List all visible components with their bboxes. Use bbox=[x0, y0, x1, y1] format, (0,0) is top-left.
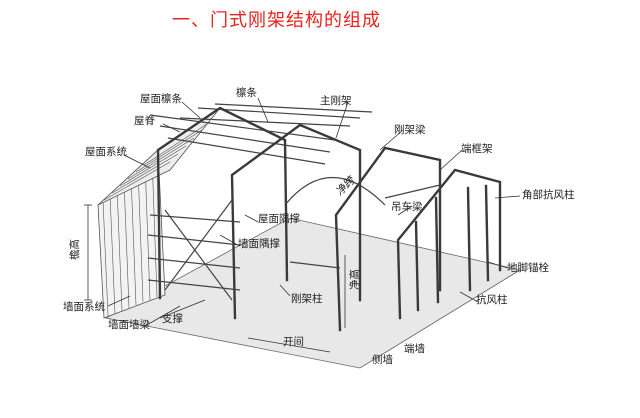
label-wall-system: 墙面系统 bbox=[63, 300, 105, 313]
wall-bracing bbox=[147, 199, 241, 301]
label-roof-system: 屋面系统 bbox=[85, 145, 127, 158]
label-main-frame: 主刚架 bbox=[320, 95, 352, 107]
label-corner-wind-column: 角部抗风柱 bbox=[522, 188, 575, 201]
page-title: 一、门式刚架结构的组成 bbox=[172, 10, 381, 31]
label-side-wall: 侧墙 bbox=[372, 353, 393, 366]
label-end-wall: 端墙 bbox=[404, 342, 425, 355]
label-wall-brace: 墙面隅撑 bbox=[238, 237, 280, 250]
label-wall-girt: 墙面墙梁 bbox=[108, 318, 150, 331]
label-eave-height: 檐高 bbox=[68, 239, 81, 260]
label-frame-beam: 刚架梁 bbox=[394, 123, 426, 136]
crane-beam bbox=[284, 176, 441, 269]
label-purlin: 檩条 bbox=[236, 86, 257, 99]
label-frame-column: 刚架柱 bbox=[291, 292, 323, 305]
label-crane-beam: 吊车梁 bbox=[391, 200, 423, 213]
label-bay-spacing: 开间 bbox=[283, 335, 304, 348]
main-frames bbox=[156, 106, 502, 332]
label-wind-column: 抗风柱 bbox=[476, 293, 508, 306]
label-end-frame: 端框架 bbox=[461, 142, 493, 155]
label-clear-height: 净高 bbox=[348, 269, 361, 290]
label-bracing: 支撑 bbox=[162, 312, 183, 325]
label-roof-brace: 屋面隅撑 bbox=[258, 212, 300, 225]
label-anchor-bolt: 地脚锚栓 bbox=[507, 261, 549, 274]
label-ridge: 屋脊 bbox=[134, 114, 155, 127]
leader-lines bbox=[107, 97, 521, 327]
dimension-lines bbox=[84, 204, 346, 353]
label-roof-purlin: 屋面檩条 bbox=[140, 92, 182, 105]
